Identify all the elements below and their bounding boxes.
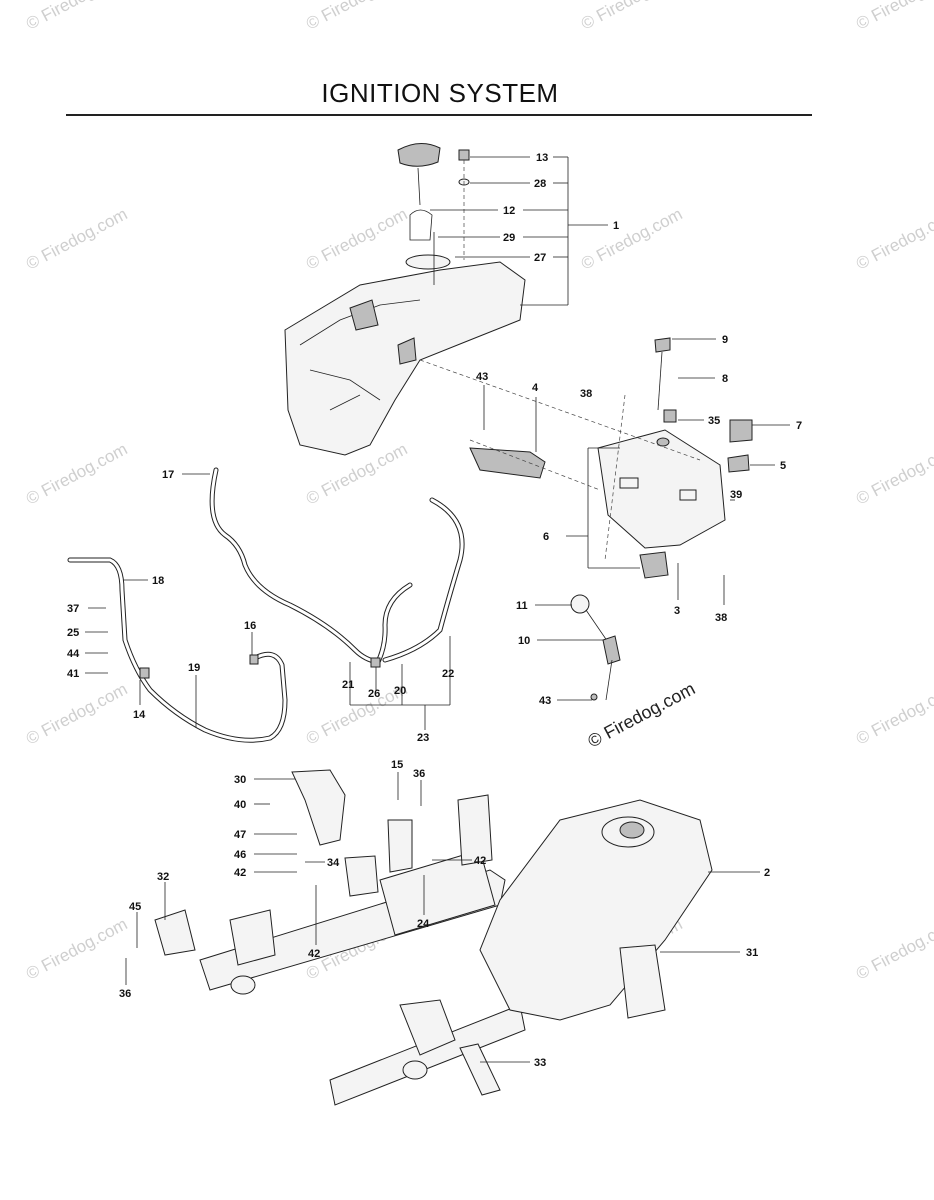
callout-27: 27	[534, 252, 546, 264]
callout-37: 37	[67, 603, 79, 615]
callout-7: 7	[796, 420, 802, 432]
callout-24: 24	[417, 918, 430, 930]
callout-30: 30	[234, 774, 246, 786]
callout-47: 47	[234, 829, 246, 841]
callout-41: 41	[67, 668, 79, 680]
callout-23: 23	[417, 732, 429, 744]
callout-31: 31	[746, 947, 758, 959]
callout-42b: 42	[474, 855, 486, 867]
watermark: © Firedog.com	[578, 0, 686, 34]
callout-36a: 36	[413, 768, 425, 780]
control-panel	[419, 337, 753, 579]
fuel-hoses	[67, 467, 465, 743]
callout-32: 32	[157, 871, 169, 883]
callout-33: 33	[534, 1057, 546, 1069]
callout-25: 25	[67, 627, 79, 639]
callout-43b: 43	[539, 695, 551, 707]
frame-assembly	[154, 769, 713, 1106]
callout-38b: 38	[715, 612, 727, 624]
callout-14: 14	[133, 709, 146, 721]
callout-4: 4	[532, 382, 539, 394]
callout-38a: 38	[580, 388, 592, 400]
callout-36b: 36	[119, 988, 131, 1000]
watermark: © Firedog.com	[23, 439, 131, 508]
watermark: © Firedog.com	[303, 0, 411, 34]
watermark: © Firedog.com	[23, 914, 131, 983]
leader-lines	[85, 156, 790, 1063]
callout-15: 15	[391, 759, 403, 771]
callout-labels: 13 28 12 29 27 1 9 8 38 43 4 35 7 5 39 6…	[67, 152, 802, 1069]
throttle-lever	[570, 594, 621, 701]
callout-42a: 42	[234, 867, 246, 879]
callout-17: 17	[162, 469, 174, 481]
callout-42c: 42	[308, 948, 320, 960]
callout-35: 35	[708, 415, 720, 427]
watermark: © Firedog.com	[303, 204, 411, 273]
callout-16: 16	[244, 620, 256, 632]
callout-11: 11	[516, 600, 528, 612]
watermark: © Firedog.com	[23, 0, 131, 34]
callout-21: 21	[342, 679, 354, 691]
callout-39: 39	[730, 489, 742, 501]
callout-40: 40	[234, 799, 246, 811]
callout-28: 28	[534, 178, 546, 190]
watermark: © Firedog.com	[853, 439, 934, 508]
watermark: © Firedog.com	[853, 0, 934, 34]
page-title: IGNITION SYSTEM	[321, 78, 559, 108]
callout-18: 18	[152, 575, 164, 587]
fuel-tank-top	[284, 143, 526, 456]
callout-46: 46	[234, 849, 246, 861]
callout-26: 26	[368, 688, 380, 700]
watermark: © Firedog.com	[853, 679, 934, 748]
watermark: © Firedog.com	[578, 204, 686, 273]
watermark: © Firedog.com	[23, 204, 131, 273]
callout-29: 29	[503, 232, 515, 244]
watermark-center: © Firedog.com	[584, 678, 698, 751]
callout-22: 22	[442, 668, 454, 680]
callout-2: 2	[764, 867, 770, 879]
watermark: © Firedog.com	[853, 914, 934, 983]
callout-44: 44	[67, 648, 80, 660]
callout-8: 8	[722, 373, 728, 385]
callout-19: 19	[188, 662, 200, 674]
callout-1: 1	[613, 220, 619, 232]
watermark: © Firedog.com	[23, 679, 131, 748]
title-rule	[66, 114, 812, 116]
callout-45: 45	[129, 901, 141, 913]
watermark: © Firedog.com	[853, 204, 934, 273]
callout-6: 6	[543, 531, 549, 543]
callout-10: 10	[518, 635, 530, 647]
callout-3: 3	[674, 605, 680, 617]
callout-43a: 43	[476, 371, 488, 383]
callout-12: 12	[503, 205, 515, 217]
callout-13: 13	[536, 152, 548, 164]
callout-5: 5	[780, 460, 786, 472]
callout-20: 20	[394, 685, 406, 697]
callout-34: 34	[327, 857, 340, 869]
callout-9: 9	[722, 334, 728, 346]
